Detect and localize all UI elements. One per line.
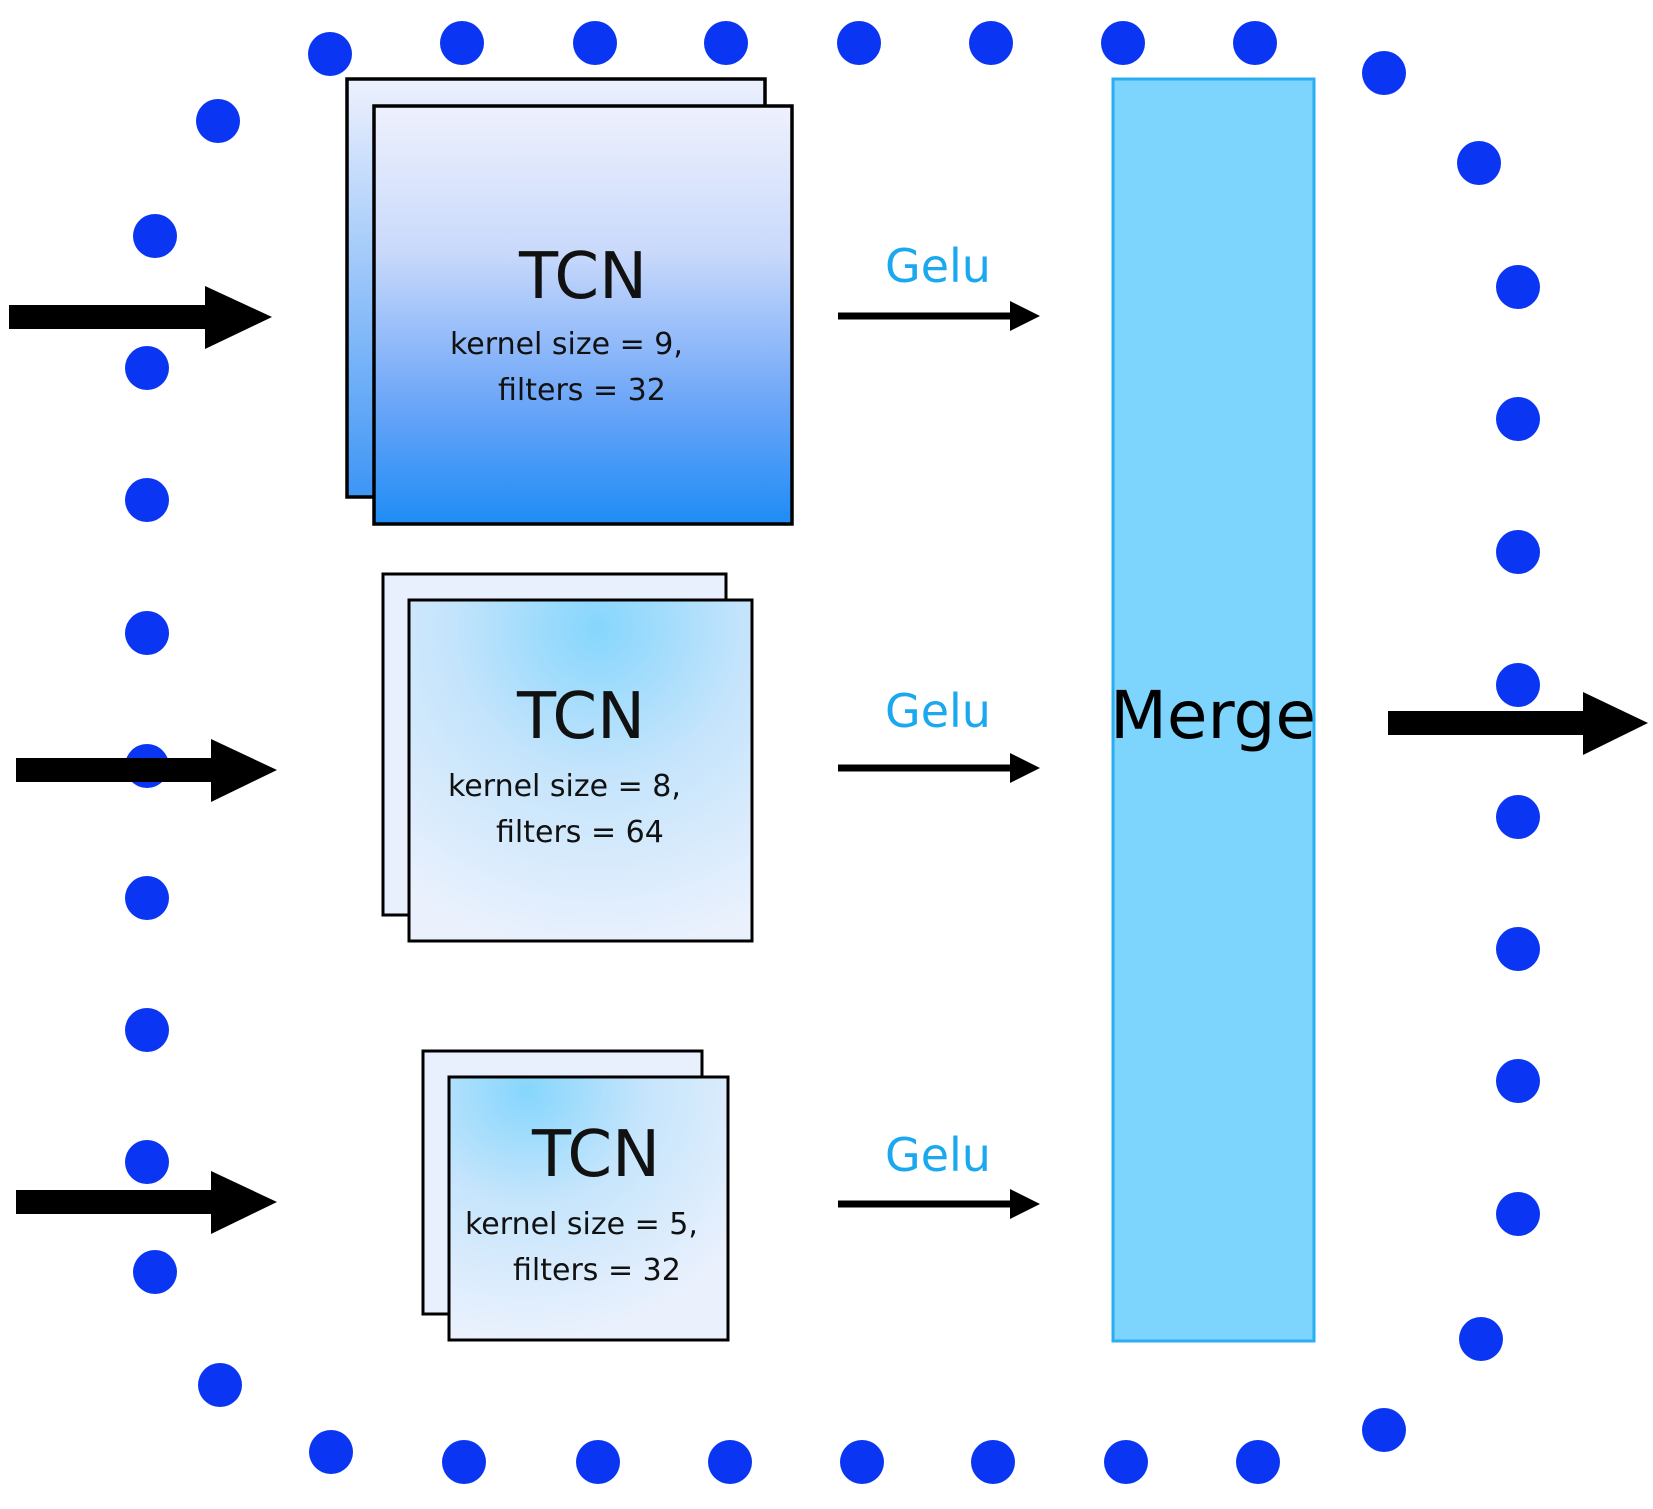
activation-arrow-1 [838, 301, 1040, 331]
tcn-block-2: TCN kernel size = 8, filters = 64 [381, 572, 754, 943]
boundary-dot [1496, 663, 1540, 707]
tcn-filters-1: filters = 32 [498, 373, 666, 408]
tcn-kernel-3: kernel size = 5, [465, 1207, 698, 1242]
activation-label-2: Gelu [885, 684, 991, 738]
activation-arrow-2 [838, 753, 1040, 783]
boundary-dot [837, 21, 881, 65]
tcn-block-3: TCN kernel size = 5, filters = 32 [421, 1049, 730, 1342]
boundary-dot [1496, 1059, 1540, 1103]
boundary-dot [125, 1140, 169, 1184]
activation-arrow-3 [838, 1189, 1040, 1219]
boundary-dot [573, 21, 617, 65]
boundary-dot [1496, 927, 1540, 971]
activation-label-3: Gelu [885, 1128, 991, 1182]
boundary-dot [1362, 1408, 1406, 1452]
tcn-title-3: TCN [531, 1118, 660, 1192]
input-arrow-3 [16, 1171, 277, 1234]
boundary-dot [1496, 397, 1540, 441]
boundary-dot [1101, 21, 1145, 65]
boundary-dot [969, 21, 1013, 65]
boundary-dot [133, 214, 177, 258]
boundary-dot [1104, 1440, 1148, 1484]
merge-label: Merge [1110, 677, 1316, 754]
boundary-dot [840, 1440, 884, 1484]
boundary-dot [704, 21, 748, 65]
boundary-dot [1362, 51, 1406, 95]
tcn-kernel-2: kernel size = 8, [448, 769, 681, 804]
boundary-dot [308, 32, 352, 76]
boundary-dot [125, 611, 169, 655]
boundary-dot [125, 346, 169, 390]
input-arrow-1 [9, 286, 272, 349]
boundary-dot [133, 1250, 177, 1294]
output-arrow [1388, 692, 1648, 755]
tcn-title-1: TCN [518, 240, 647, 314]
boundary-dot [1459, 1317, 1503, 1361]
boundary-dot [309, 1430, 353, 1474]
boundary-dot [1496, 795, 1540, 839]
tcn-kernel-1: kernel size = 9, [450, 327, 683, 362]
tcn-filters-2: filters = 64 [496, 815, 664, 850]
boundary-dot [1233, 21, 1277, 65]
boundary-dot [708, 1440, 752, 1484]
boundary-dot [576, 1440, 620, 1484]
tcn-title-2: TCN [516, 680, 645, 754]
boundary-dot [196, 99, 240, 143]
boundary-dot [1496, 1192, 1540, 1236]
boundary-dot [442, 1440, 486, 1484]
boundary-dot [1236, 1440, 1280, 1484]
boundary-dot [1457, 141, 1501, 185]
boundary-dot [125, 876, 169, 920]
boundary-dot [440, 21, 484, 65]
input-arrow-2 [16, 739, 277, 802]
tcn-block-1: TCN kernel size = 9, filters = 32 [345, 77, 794, 526]
boundary-dot [1496, 265, 1540, 309]
merge-block [1111, 77, 1316, 1343]
boundary-dot [198, 1363, 242, 1407]
activation-label-1: Gelu [885, 239, 991, 293]
boundary-dot [125, 478, 169, 522]
boundary-dot [1496, 530, 1540, 574]
tcn-filters-3: filters = 32 [513, 1253, 681, 1288]
dotted-boundary [125, 21, 1540, 1484]
boundary-dot [125, 1008, 169, 1052]
boundary-dot [971, 1440, 1015, 1484]
